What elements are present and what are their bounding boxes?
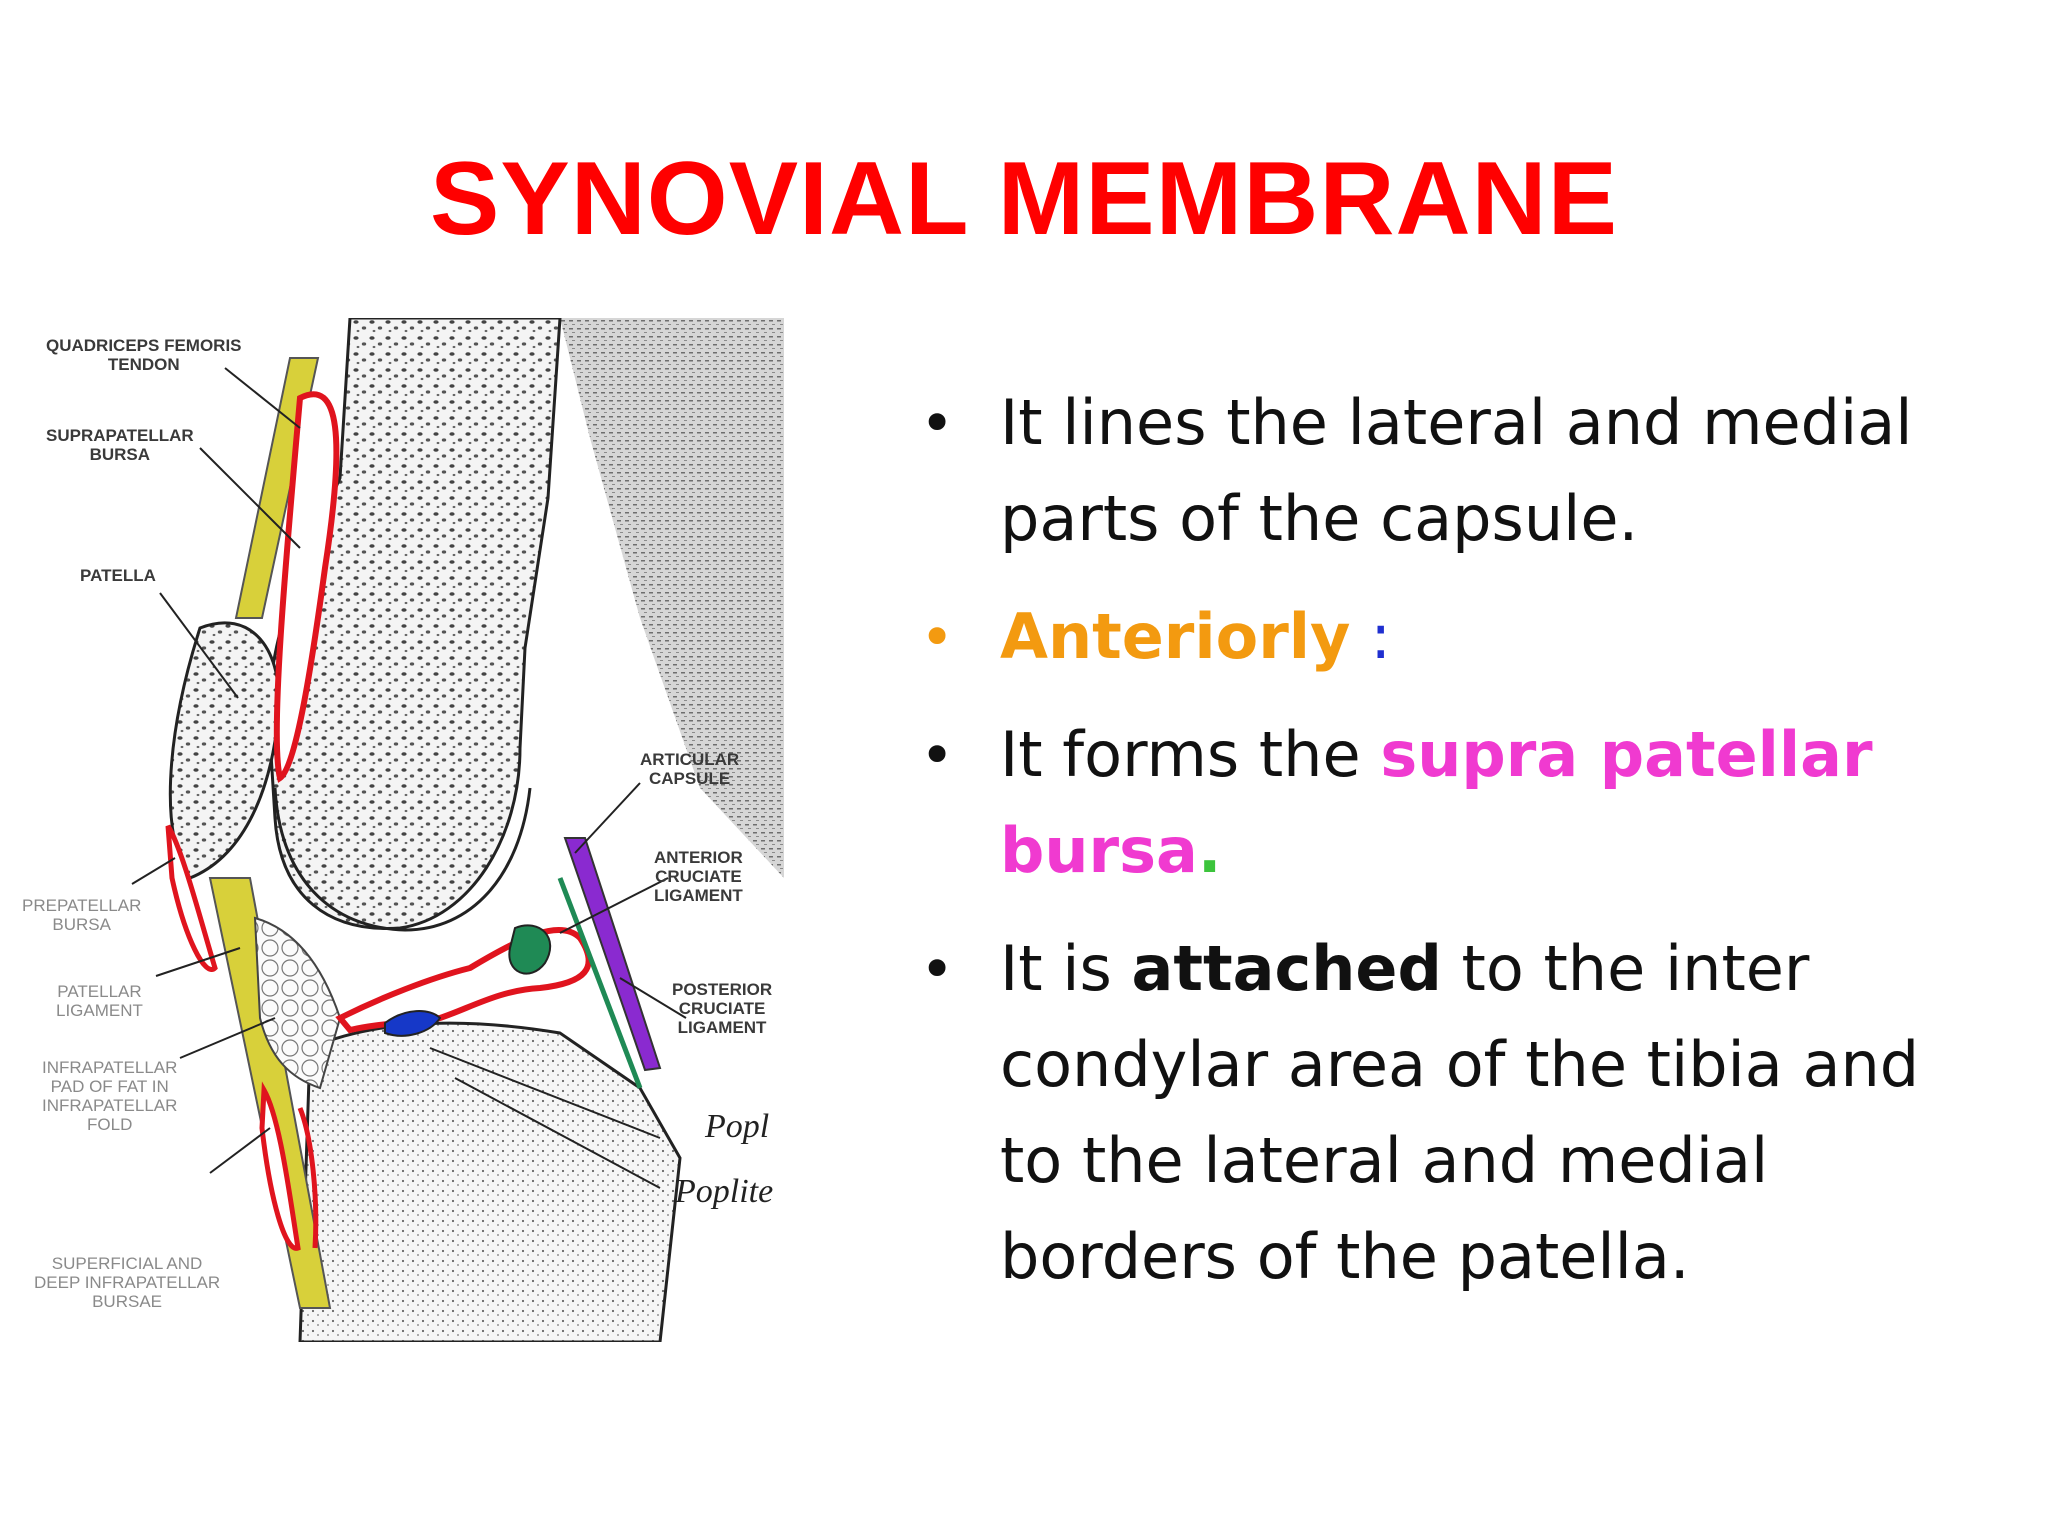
bullet-text-segment: It forms the (1000, 718, 1381, 791)
infrapatellar-fat-pad (253, 916, 342, 1090)
label-articular-capsule: ARTICULAR CAPSULE (640, 750, 740, 788)
label-anterior-cruciate-ligament: ANTERIOR CRUCIATE LIGAMENT (654, 848, 743, 905)
bullet-item: • It lines the lateral and medial parts o… (920, 375, 2000, 567)
bullet-text-segment: . (1197, 814, 1222, 887)
bullet-item: • It is attached to the inter condylar ar… (920, 921, 2000, 1305)
bullet-marker: • (920, 721, 955, 789)
suprapatellar-bursa (273, 391, 340, 783)
bullet-text-segment: : (1350, 600, 1392, 673)
knee-illustration (131, 318, 784, 1342)
tibia (298, 1021, 682, 1342)
bullet-marker: • (920, 389, 955, 457)
bullet-text-segment: attached (1131, 932, 1442, 1005)
bullet-text-segment: Anteriorly (1000, 600, 1351, 673)
bullet-marker: • (920, 935, 955, 1003)
knee-sagittal-diagram: QUADRICEPS FEMORIS TENDON SUPRAPATELLAR … (0, 318, 784, 1342)
bullet-text-segment: It lines the lateral and medial parts of… (1000, 386, 1913, 555)
label-infrapatellar-bursae: SUPERFICIAL AND DEEP INFRAPATELLAR BURSA… (34, 1254, 221, 1311)
leader-lines (131, 367, 687, 1189)
cruciate-ligament (508, 924, 552, 975)
patella (168, 621, 281, 880)
prepatellar-bursa (165, 824, 218, 973)
bullet-list: • It lines the lateral and medial parts o… (920, 375, 2000, 1327)
meniscus (384, 1010, 442, 1037)
slide-title: SYNOVIAL MEMBRANE (429, 141, 1619, 257)
label-patellar-ligament: PATELLAR LIGAMENT (56, 982, 143, 1020)
bullet-item: • Anteriorly : (920, 589, 2000, 685)
bullet-text-segment: to the inter condylar area of the tibia … (1000, 932, 1920, 1293)
synovial-cavity (335, 927, 592, 1034)
label-patella: PATELLA (80, 566, 156, 585)
bullet-item: • It forms the supra patellar bursa. (920, 707, 2000, 899)
label-suprapatellar-bursa: SUPRAPATELLAR BURSA (46, 426, 194, 464)
handwritten-note-1: Popl (705, 1108, 770, 1145)
posterior-capsule-ligament (563, 837, 662, 1072)
bullet-marker: • (920, 603, 955, 671)
deep-infrapatellar-bursa (259, 1081, 301, 1251)
bullet-text-segment: supra patellar bursa (1000, 718, 1873, 887)
background-texture (560, 318, 784, 878)
label-posterior-cruciate-ligament: POSTERIOR CRUCIATE LIGAMENT (672, 980, 773, 1037)
bullet-text-segment: It is (1000, 932, 1132, 1005)
label-infrapatellar-pad: INFRAPATELLAR PAD OF FAT IN INFRAPATELLA… (42, 1058, 178, 1134)
handwritten-note-2: Poplite (675, 1173, 774, 1210)
label-prepatellar-bursa: PREPATELLAR BURSA (22, 896, 142, 934)
label-quadriceps-tendon: QUADRICEPS FEMORIS TENDON (46, 336, 242, 374)
